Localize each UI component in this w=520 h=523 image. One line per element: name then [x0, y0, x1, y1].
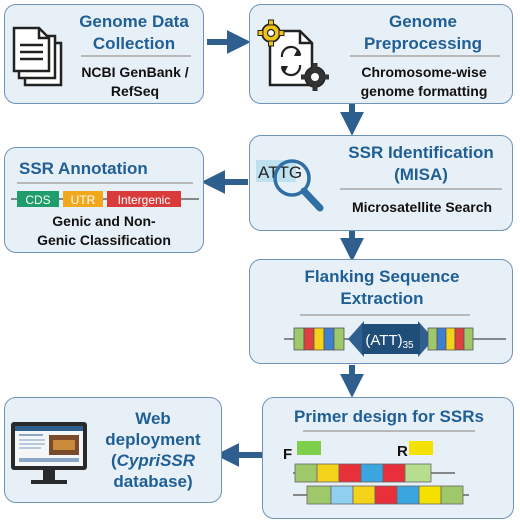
- feature-intergenic: [107, 191, 181, 207]
- template-strand-top: [294, 463, 432, 483]
- preprocessing-separator: [350, 55, 500, 57]
- deployment-title-name: CypriSSR: [116, 451, 196, 470]
- monitor-icon: [11, 422, 87, 484]
- primer-graphic: F R: [283, 441, 469, 505]
- box-flanking-extraction: Flanking Sequence Extraction (ATT) 35: [249, 259, 513, 364]
- deployment-title-line4: database): [113, 472, 193, 491]
- collection-sub-line2: RefSeq: [110, 83, 160, 99]
- identification-title-line2: (MISA): [394, 165, 448, 184]
- identification-separator: [340, 188, 502, 190]
- primer-separator: [303, 430, 475, 432]
- preprocessing-title-line1: Genome: [388, 12, 458, 31]
- box-genome-preprocessing: Genome Preprocessing Chromosome-wise gen…: [249, 4, 513, 104]
- preprocessing-sub-line1: Chromosome-wise: [361, 64, 487, 80]
- repeat-label: (ATT): [365, 332, 402, 349]
- flank-right: [427, 327, 474, 351]
- flanking-graphic: (ATT) 35: [284, 321, 506, 357]
- feature-intergenic-label: Intergenic: [118, 193, 171, 207]
- feature-utr: [63, 191, 103, 207]
- deployment-title-line2: deployment: [105, 430, 201, 449]
- flanking-separator: [300, 314, 470, 316]
- box-ssr-identification: ATTG SSR Identification (MISA) Microsate…: [249, 135, 513, 231]
- flank-left: [293, 327, 345, 351]
- preprocessing-sub-line2: genome formatting: [360, 83, 488, 99]
- deployment-title-open-paren: (: [110, 451, 117, 470]
- identification-motif: ATTG: [258, 163, 302, 182]
- repeat-count: 35: [402, 340, 414, 351]
- collection-title-line1: Genome Data: [79, 12, 189, 31]
- collection-title-line2: Collection: [92, 34, 176, 53]
- collection-sub-line1: NCBI GenBank /: [81, 64, 189, 80]
- flanking-title-line1: Flanking Sequence: [304, 267, 460, 286]
- box-ssr-annotation: SSR Annotation CDS UTR Intergenic Genic …: [4, 147, 204, 253]
- feature-utr-label: UTR: [71, 193, 96, 207]
- annotation-title: SSR Annotation: [19, 159, 148, 178]
- identification-sub: Microsatellite Search: [351, 199, 493, 215]
- document-stack-icon: [12, 26, 63, 87]
- feature-cds-label: CDS: [25, 193, 50, 207]
- box-genome-data-collection: Genome Data Collection NCBI GenBank / Re…: [4, 4, 204, 104]
- annotation-feature-bar: CDS UTR Intergenic: [11, 191, 199, 207]
- gear-document-icon: [257, 19, 329, 91]
- deployment-title-line1: Web: [135, 409, 171, 428]
- primer-reverse: [409, 441, 433, 455]
- magnifier-icon: ATTG: [256, 159, 324, 212]
- flanking-title-line2: Extraction: [340, 289, 424, 308]
- box-primer-design: Primer design for SSRs F R: [262, 397, 514, 519]
- annotation-sub-line1: Genic and Non-: [52, 213, 156, 229]
- feature-cds: [17, 191, 59, 207]
- box-web-deployment: Web deployment (CypriSSR database): [4, 397, 222, 503]
- annotation-separator: [17, 182, 193, 184]
- identification-title-line1: SSR Identification: [348, 143, 494, 162]
- primer-reverse-label: R: [397, 443, 408, 460]
- primer-forward: [297, 441, 321, 455]
- primer-title: Primer design for SSRs: [294, 407, 484, 426]
- collection-separator: [81, 55, 191, 57]
- annotation-sub-line2: Genic Classification: [37, 232, 171, 248]
- template-strand-bottom: [306, 485, 464, 505]
- primer-forward-label: F: [283, 446, 292, 463]
- preprocessing-title-line2: Preprocessing: [363, 34, 483, 53]
